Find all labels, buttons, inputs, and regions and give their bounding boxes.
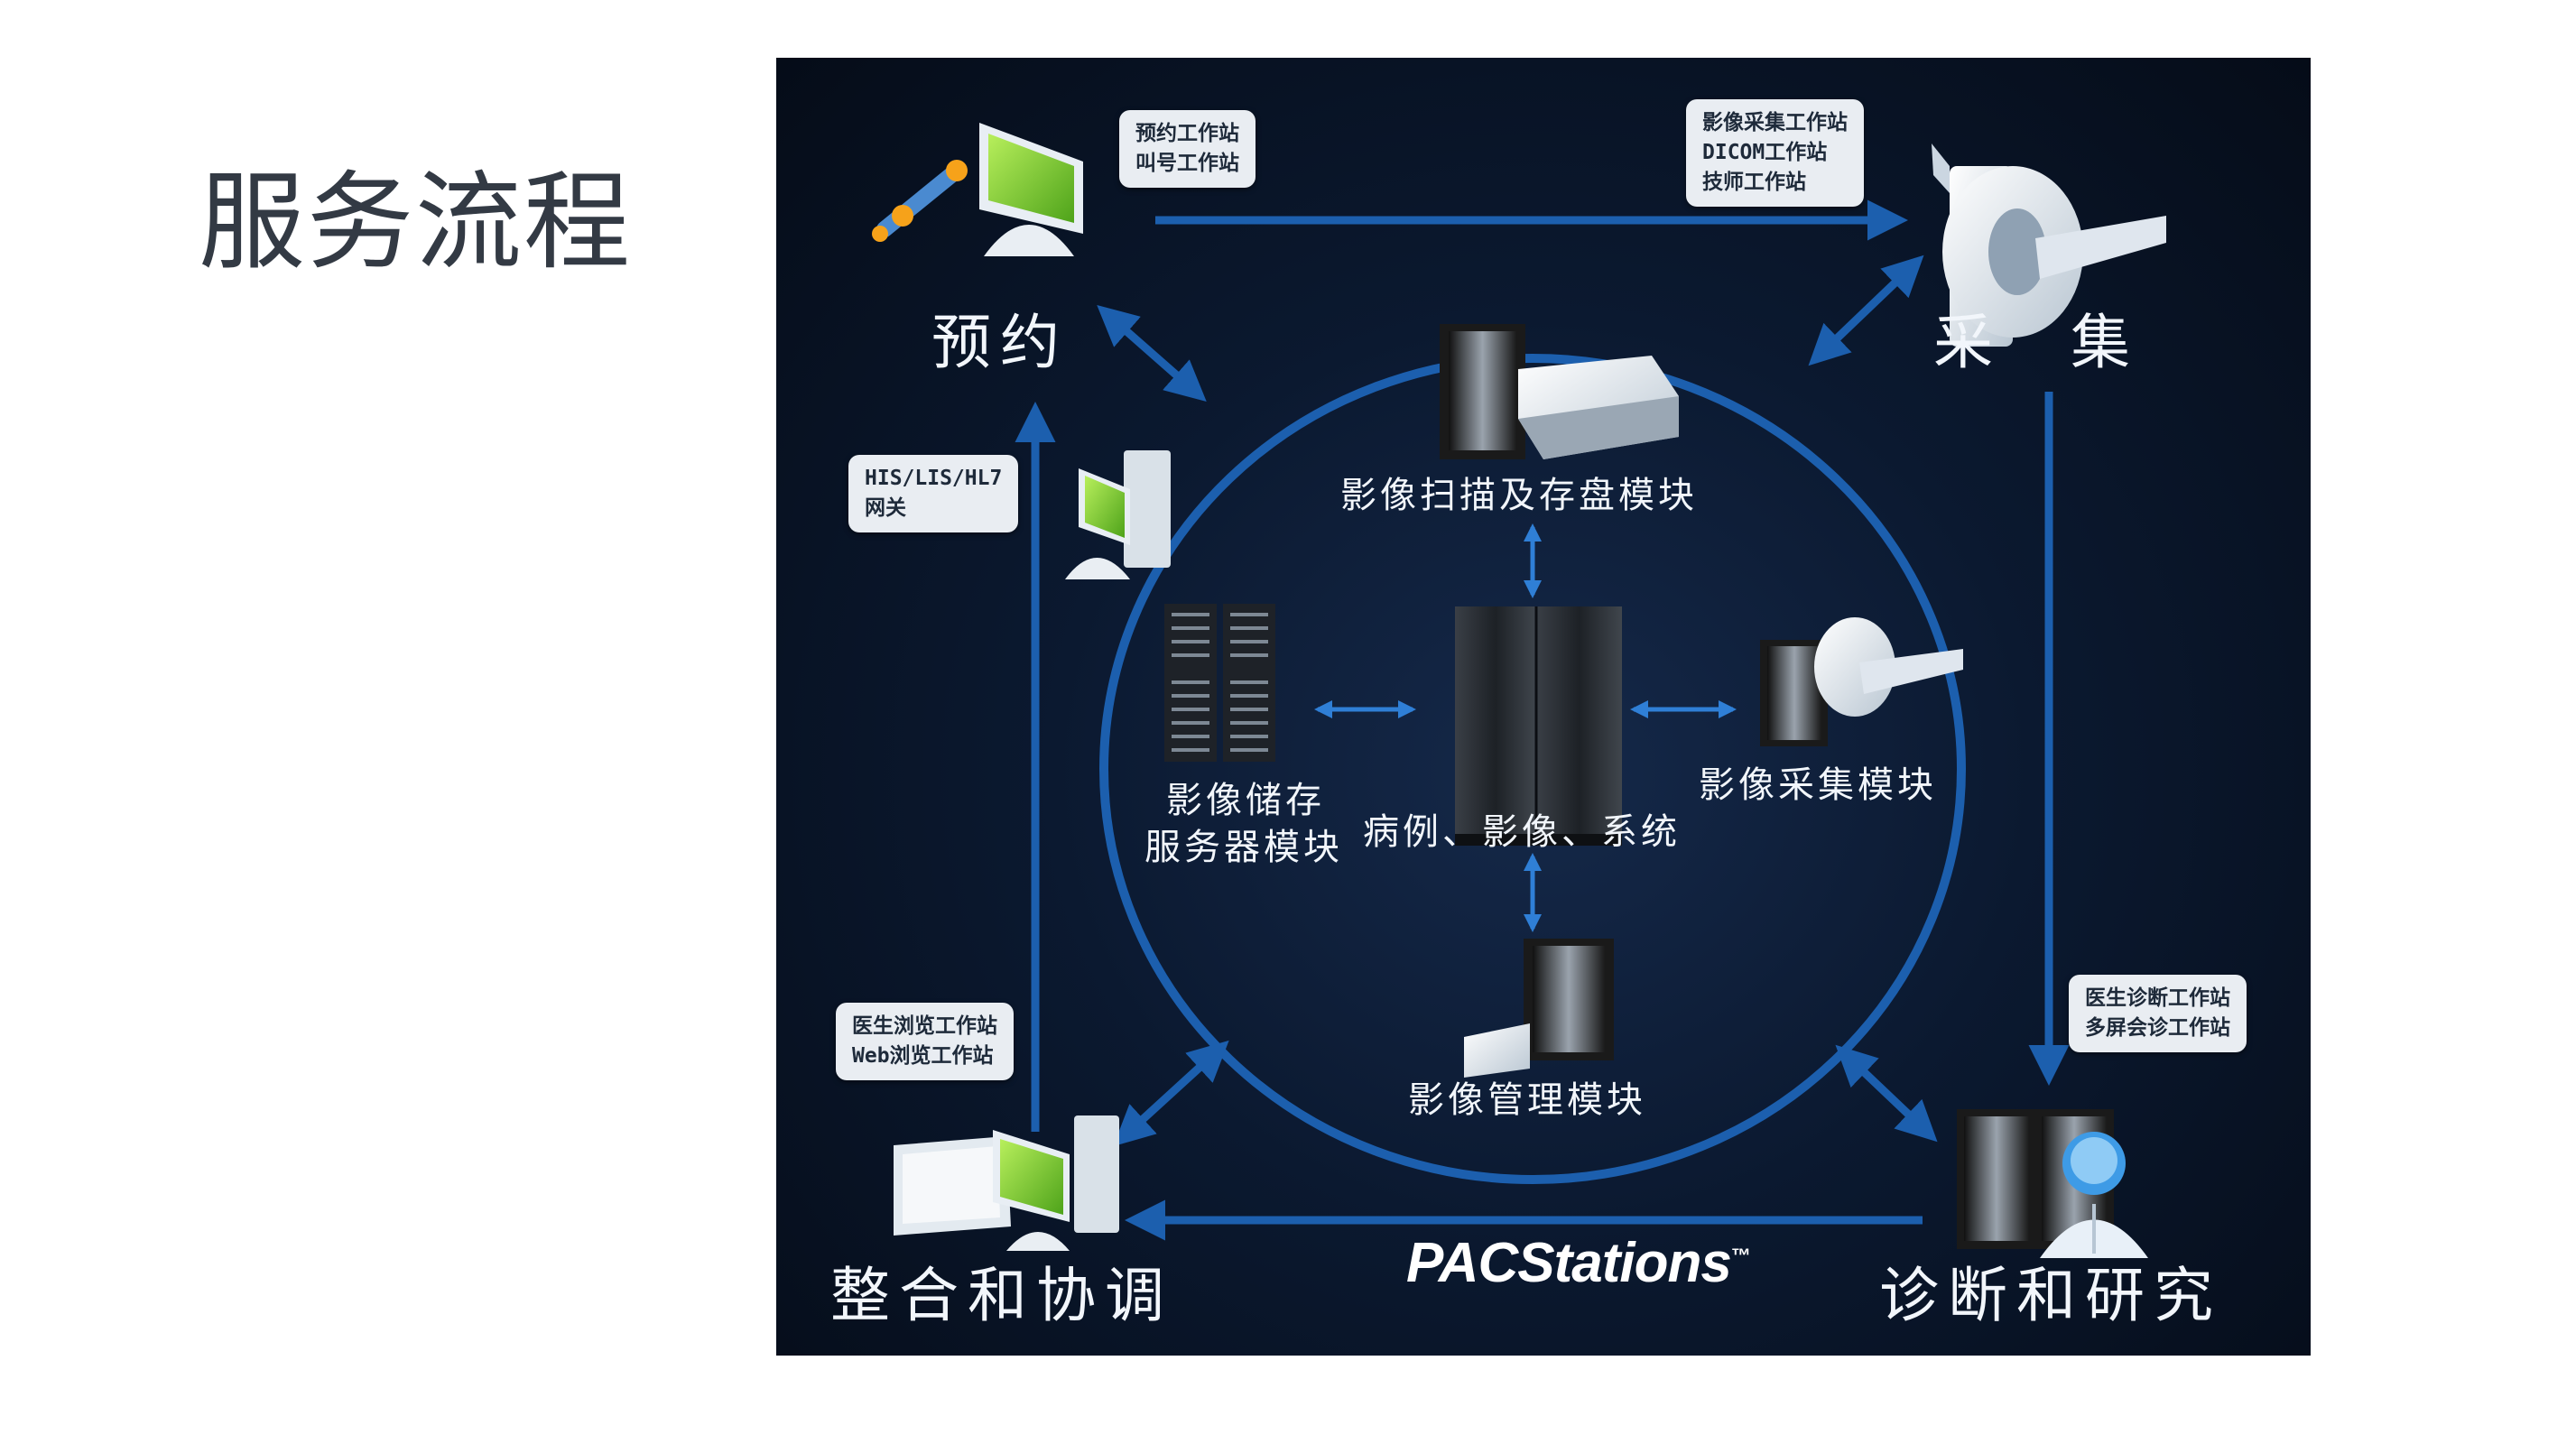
bubble-acquisition-line-3: 技师工作站 <box>1702 171 1806 194</box>
arrow-reservation-core <box>1097 305 1207 402</box>
core-circle <box>1099 354 1966 1184</box>
reservation-workstation-icon <box>872 123 1083 256</box>
label-management-module: 影像管理模块 <box>1408 1079 1646 1121</box>
bubble-acquisition-line-2: DICOM工作站 <box>1702 141 1828 164</box>
label-capture-module: 影像采集模块 <box>1699 764 1937 806</box>
label-center-module: 病例、影像、系统 <box>1363 811 1681 853</box>
diagnosis-workstation-icon <box>1957 1109 2148 1258</box>
center-server-icon <box>1455 606 1622 846</box>
label-storage-module-line-2: 服务器模块 <box>1144 827 1343 868</box>
gateway-workstation-icon <box>1065 450 1171 579</box>
bubble-acquisition: 影像采集工作站 DICOM工作站 技师工作站 <box>1686 99 1864 207</box>
integration-workstation-icon <box>894 1115 1119 1251</box>
capture-module-icon <box>1760 617 1963 746</box>
bubble-diagnosis: 医生诊断工作站 多屏会诊工作站 <box>2069 975 2247 1052</box>
bubble-gateway-line-2: 网关 <box>865 496 906 520</box>
label-acquisition: 采 集 <box>1933 308 2139 377</box>
bubble-integration: 医生浏览工作站 Web浏览工作站 <box>836 1003 1014 1080</box>
bubble-reservation-line-2: 叫号工作站 <box>1135 152 1239 175</box>
label-storage-module-line-1: 影像储存 <box>1166 780 1325 821</box>
label-scan-module: 影像扫描及存盘模块 <box>1340 475 1698 516</box>
bubble-integration-line-2: Web浏览工作站 <box>852 1044 994 1068</box>
bubble-reservation: 预约工作站 叫号工作站 <box>1119 110 1256 188</box>
bubble-diagnosis-line-2: 多屏会诊工作站 <box>2085 1016 2230 1040</box>
page-title: 服务流程 <box>199 160 633 284</box>
label-integration: 整合和协调 <box>830 1261 1173 1330</box>
bubble-integration-line-1: 医生浏览工作站 <box>852 1014 997 1038</box>
brand-trademark: ™ <box>1730 1244 1751 1267</box>
bubble-gateway: HIS/LIS/HL7 网关 <box>848 455 1019 532</box>
bubble-diagnosis-line-1: 医生诊断工作站 <box>2085 986 2230 1010</box>
arrow-acquisition-core <box>1808 255 1924 366</box>
label-diagnosis: 诊断和研究 <box>1879 1261 2222 1330</box>
brand-logo: PACStations™ <box>1406 1231 1751 1295</box>
arrow-diagnosis-core <box>1835 1044 1938 1143</box>
brand-name: PACStations <box>1406 1232 1732 1294</box>
management-module-icon <box>1464 939 1614 1078</box>
bubble-gateway-line-1: HIS/LIS/HL7 <box>865 467 1003 490</box>
acquisition-scanner-icon <box>1932 143 2166 347</box>
bubble-reservation-line-1: 预约工作站 <box>1135 122 1239 145</box>
pacs-workflow-diagram: 预约 采 集 诊断和研究 整合和协调 预约工作站 叫号工作站 影像采集工作站 D… <box>776 58 2311 1356</box>
label-reservation: 预约 <box>931 308 1069 377</box>
bubble-acquisition-line-1: 影像采集工作站 <box>1702 111 1848 134</box>
scan-module-icon <box>1440 324 1679 459</box>
arrow-integration-core <box>1113 1040 1229 1147</box>
storage-server-icon <box>1164 604 1275 762</box>
diagram-graphics <box>872 123 2166 1258</box>
